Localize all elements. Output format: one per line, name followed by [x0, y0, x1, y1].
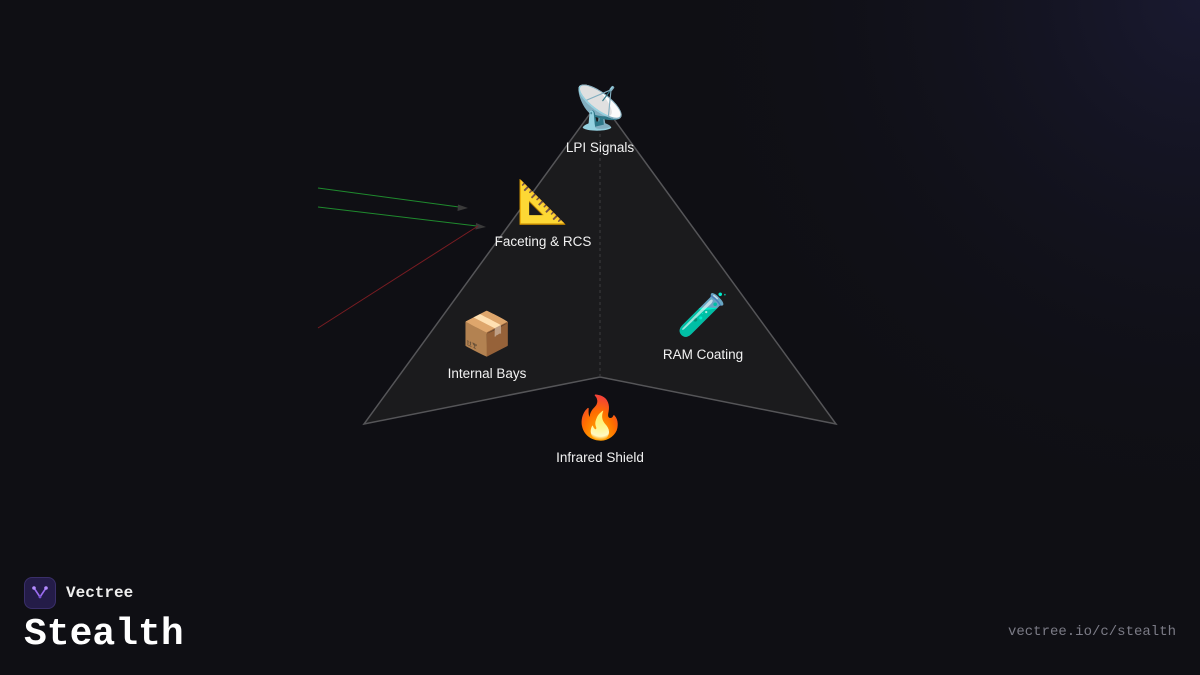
brand-block: Vectree Stealth	[24, 577, 184, 657]
node-faceting-rcs: 📐 Faceting & RCS	[494, 177, 592, 250]
page-url[interactable]: vectree.io/c/stealth	[1007, 624, 1176, 640]
satellite-dish-icon: 📡	[573, 83, 627, 132]
node-lpi-signals: 📡 LPI Signals	[565, 83, 635, 156]
triangular-ruler-icon: 📐	[516, 177, 570, 226]
radar-ray-1	[317, 187, 468, 211]
package-icon: 📦	[460, 309, 514, 358]
deflected-ray	[317, 225, 479, 329]
node-label: Infrared Shield	[556, 450, 644, 465]
node-internal-bays: 📦 Internal Bays	[447, 309, 527, 382]
node-label: Internal Bays	[447, 366, 527, 381]
node-ram-coating: 🧪 RAM Coating	[662, 290, 744, 363]
vectree-logo-icon	[24, 577, 56, 609]
node-label: RAM Coating	[662, 347, 744, 362]
node-label: LPI Signals	[565, 140, 635, 155]
node-infrared-shield: 🔥 Infrared Shield	[556, 393, 644, 466]
node-label: Faceting & RCS	[494, 234, 592, 249]
radar-ray-2	[317, 206, 486, 230]
fire-icon: 🔥	[573, 393, 627, 442]
brand-name: Vectree	[66, 584, 134, 602]
page-title: Stealth	[24, 613, 184, 656]
test-tube-icon: 🧪	[676, 290, 730, 339]
